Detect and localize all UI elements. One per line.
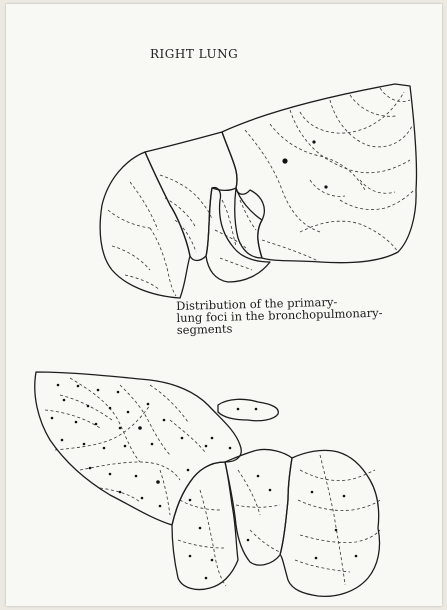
lung-focus-marker [95,423,98,426]
lung-focus-marker [199,527,202,530]
lower-small-fragment-outline [218,399,278,420]
right-lung-upper-lobe-outline [222,84,417,263]
lung-focus-marker [189,555,192,558]
lung-focus-marker [247,539,250,542]
lung-focus-marker [141,497,144,500]
lung-focus-marker [109,407,112,410]
lung-focus-marker [335,529,338,532]
lung-focus-marker [237,408,240,411]
lung-focus-marker [205,577,208,580]
lung-focus-marker [103,447,106,450]
lung-focus-marker [119,491,122,494]
lung-focus-marker [124,445,127,448]
lung-focus-marker [138,426,142,430]
lung-focus-marker [156,480,160,484]
lung-focus-marker [51,417,54,420]
lung-focus-marker [75,421,78,424]
lung-focus-marker [117,391,120,394]
lung-focus-marker [187,469,190,472]
right-lung-small-lobe-outline [235,188,262,258]
lung-focus-marker [119,427,122,430]
lung-focus-marker [57,384,60,387]
lung-focus-marker [135,475,138,478]
right-lung-lateral-view [100,84,416,298]
right-lung-finger-lobe-outline [206,188,270,282]
lung-focus-marker [109,473,112,476]
lung-focus-marker [255,408,258,411]
lung-focus-marker [83,443,86,446]
lung-focus-marker [205,445,208,448]
lung-focus-marker [151,443,154,446]
lower-right-lobe-outline [280,450,380,596]
lung-focus-marker [87,405,90,408]
lung-focus-marker [324,185,327,188]
foci-right-lobes [189,408,358,580]
right-lung-lower-lobe-outline [100,152,190,298]
lung-focus-marker [211,559,214,562]
lung-focus-marker [257,475,260,478]
lung-focus-marker [311,491,314,494]
lung-focus-marker [282,158,287,163]
lung-focus-marker [127,411,130,414]
right-lung-middle-lobe-outline [145,132,237,261]
lung-focus-marker [159,505,162,508]
lung-focus-marker [343,495,346,498]
lung-focus-marker [312,140,315,143]
lung-split-view [35,372,380,596]
lung-focus-marker [163,419,166,422]
lung-focus-marker [63,399,66,402]
lung-focus-marker [61,439,64,442]
lung-focus-marker [315,557,318,560]
lung-focus-marker [77,385,80,388]
lower-large-lobe-outline [35,372,241,525]
lung-focus-marker [211,437,214,440]
lower-middle-lobe-outline [172,462,238,590]
lung-focus-marker [269,489,272,492]
lung-focus-marker [355,555,358,558]
lung-focus-marker [97,389,100,392]
lung-focus-marker [89,467,92,470]
lung-focus-marker [181,437,184,440]
lung-focus-marker [189,499,192,502]
lung-focus-marker [229,447,232,450]
lung-focus-marker [147,403,150,406]
